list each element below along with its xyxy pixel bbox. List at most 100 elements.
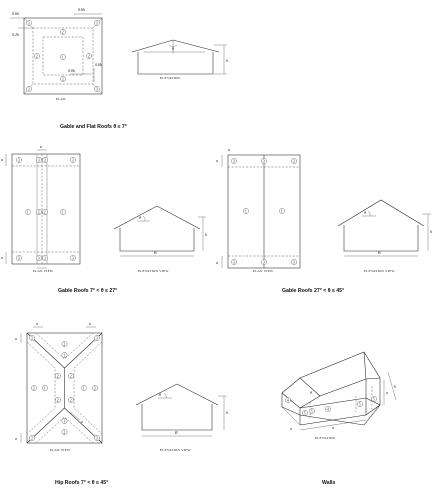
hip-plan: a a a a 3 3 3 3 2 2 2 2 1 1 1 1 2 2 2 2 …	[15, 321, 103, 452]
zone-label: 2	[57, 398, 59, 402]
dim-a: a	[332, 425, 334, 430]
zone-label: 5	[359, 402, 361, 406]
plan-view-label: PLAN VIEW	[253, 269, 274, 273]
theta-label: θ	[172, 46, 174, 51]
dim-a: a	[216, 260, 218, 265]
theta-label: θ	[159, 392, 161, 397]
gable-7-27-elevation: θ B h ELEVATION VIEW	[113, 205, 207, 273]
theta-label: θ	[364, 210, 366, 215]
zone-label: 3	[18, 158, 20, 162]
zone-label: 3	[44, 256, 46, 260]
dim-b: B	[154, 250, 157, 255]
zone-label: 2	[63, 342, 65, 346]
zone-label: 2	[33, 386, 35, 390]
zone-label: 2	[63, 430, 65, 434]
elevation-view-label: ELEVATION VIEW	[138, 269, 169, 273]
caption-hip: Hip Roofs 7° < θ ≤ 45°	[55, 480, 108, 486]
zone-label: 3	[293, 260, 295, 264]
dim-inner-0-6h: 0.6h	[68, 68, 75, 73]
zone-label: 1	[44, 386, 46, 390]
zone-label: 3	[263, 159, 265, 163]
dim-right-0-6h: 0.6h	[95, 62, 102, 67]
dim-a: a	[40, 144, 42, 149]
zone-label: 2	[38, 210, 40, 214]
caption-gable-7-27: Gable Roofs 7° < θ ≤ 27°	[58, 288, 117, 294]
dim-h: h	[205, 232, 207, 237]
dim-a: a	[81, 419, 83, 424]
gable-27-45-elevation: θ B h ELEVATION VIEW	[337, 199, 432, 273]
elevation-view-label: ELEVATION VIEW	[160, 448, 191, 452]
zone-label: 1	[62, 55, 64, 59]
zone-label: 1	[83, 386, 85, 390]
caption-walls: Walls	[322, 480, 335, 486]
plan-view-label: PLAN VIEW	[50, 448, 71, 452]
zone-label: 1	[281, 209, 283, 213]
zone-label: 2	[70, 398, 72, 402]
dim-a: a	[386, 390, 388, 395]
dim-a: a	[216, 158, 218, 163]
dim-a: a	[228, 147, 230, 152]
zone-label: 3	[96, 336, 98, 340]
dim-b: B	[378, 250, 381, 255]
dim-a: a	[1, 157, 3, 162]
zone-label: 3	[233, 260, 235, 264]
zone-label: 1	[27, 210, 29, 214]
zone-label: 4	[287, 398, 289, 402]
zone-label: 1	[63, 353, 65, 357]
elevation-label: ELEVATION	[160, 76, 181, 80]
dim-a: a	[15, 436, 17, 441]
caption-gable-flat: Gable and Flat Roofs θ ≤ 7°	[60, 124, 127, 130]
zone-label: 5	[304, 411, 306, 415]
plan-label: PLAN	[56, 97, 66, 101]
zone-label: 3	[38, 158, 40, 162]
hip-elevation: θ B h ELEVATION VIEW	[135, 383, 228, 452]
zone-label: 5	[311, 409, 313, 413]
zone-label: 3	[18, 256, 20, 260]
zone-label: 3	[263, 260, 265, 264]
zone-label: 2	[94, 386, 96, 390]
caption-gable-27-45: Gable Roofs 27° < θ ≤ 45°	[282, 288, 344, 294]
zone-label: 5	[373, 397, 375, 401]
dim-h: h	[226, 58, 228, 63]
zone-label: 3	[72, 256, 74, 260]
dim-h: h	[430, 229, 432, 234]
zone-label: 3	[28, 21, 30, 25]
elevation-view-label: ELEVATION VIEW	[364, 269, 395, 273]
gable-flat-plan: 0.6h 0.6h 0.2h 0.6h 0.6h 3 3 3 3 2 2 2 2…	[10, 7, 103, 101]
dim-left-0-6h: 0.6h	[12, 11, 19, 16]
zone-label: 3	[233, 159, 235, 163]
zone-label: 2	[70, 374, 72, 378]
dim-h: h	[394, 384, 396, 389]
walls-isometric: 4 5 5 4 5 5 a a a h θ ELEVATION	[281, 351, 397, 440]
dim-a: a	[1, 255, 3, 260]
zone-label: 3	[293, 159, 295, 163]
zone-label: 1	[62, 210, 64, 214]
zone-label: 2	[62, 30, 64, 34]
zone-label: 3	[96, 436, 98, 440]
dim-top-0-6h: 0.6h	[78, 7, 85, 12]
gable-27-45-plan: a a a 3 3 3 3 3 3 1 1 PLAN VIEW	[216, 147, 301, 273]
elevation-label: ELEVATION	[315, 436, 336, 440]
zone-label: 2	[57, 374, 59, 378]
theta-label: θ	[310, 390, 312, 395]
zone-label: 2	[62, 77, 64, 81]
gable-7-27-plan: a a a 3 3 3 3 3 3 3 3 1 2 2 1 PLAN VIEW	[1, 144, 81, 273]
dim-a: a	[36, 321, 38, 326]
dim-a: a	[15, 336, 17, 341]
dim-a: a	[89, 321, 91, 326]
zone-label: 3	[28, 87, 30, 91]
zone-label: 3	[44, 158, 46, 162]
zone-label: 2	[44, 210, 46, 214]
dim-b: B	[175, 430, 178, 435]
zone-label: 2	[36, 54, 38, 58]
zone-label: 4	[327, 407, 329, 411]
zone-label: 3	[31, 336, 33, 340]
dim-a: a	[290, 426, 292, 431]
gable-flat-elevation: θ h ELEVATION	[131, 39, 228, 80]
zone-label: 3	[96, 21, 98, 25]
zone-label: 3	[72, 158, 74, 162]
zone-label: 2	[88, 54, 90, 58]
zone-label: 3	[31, 436, 33, 440]
zone-label: 1	[245, 209, 247, 213]
